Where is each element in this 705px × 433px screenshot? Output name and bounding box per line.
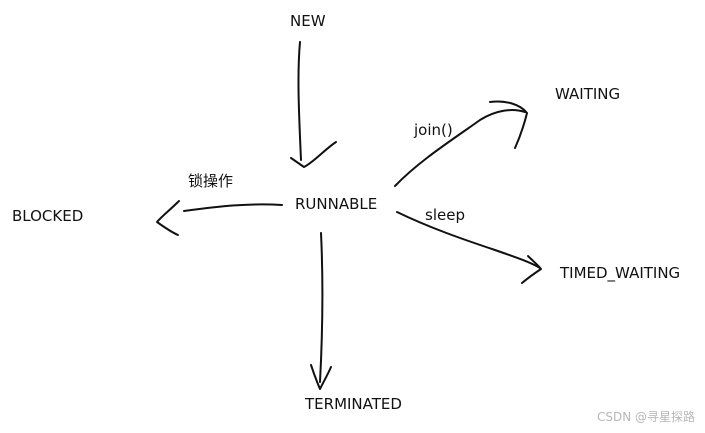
state-blocked: BLOCKED	[12, 207, 84, 225]
transition-label-lock: 锁操作	[188, 172, 234, 190]
arrowhead-runnable-to-waiting	[489, 100, 528, 149]
transition-label-join: join()	[414, 121, 453, 139]
state-terminated: TERMINATED	[305, 395, 402, 413]
arrow-runnable-to-timed-waiting	[396, 211, 541, 269]
arrow-runnable-to-terminated	[319, 232, 324, 383]
transition-label-sleep: sleep	[425, 206, 465, 224]
arrowhead-runnable-to-timed-waiting	[521, 255, 542, 284]
arrowhead-runnable-to-blocked	[156, 200, 180, 236]
arrow-runnable-to-waiting	[394, 109, 526, 187]
arrowhead-runnable-to-terminated	[310, 364, 332, 390]
state-runnable: RUNNABLE	[295, 195, 378, 213]
watermark: CSDN @寻星探路	[596, 410, 695, 424]
state-timed-waiting: TIMED_WAITING	[560, 264, 681, 282]
arrow-new-to-runnable	[297, 41, 302, 161]
arrowhead-new-to-runnable	[290, 141, 337, 168]
state-new: NEW	[290, 12, 326, 30]
arrow-runnable-to-blocked	[183, 203, 283, 212]
state-waiting: WAITING	[555, 85, 621, 103]
